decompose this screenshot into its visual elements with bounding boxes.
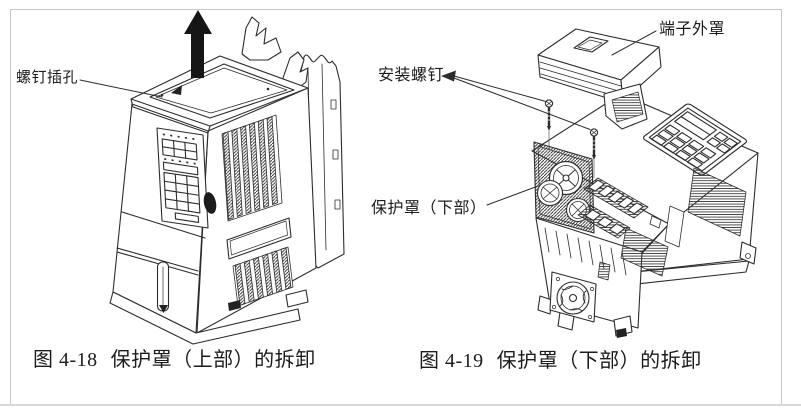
callout-mounting-screws: 安装螺钉 (378, 67, 445, 84)
right-foot-bracket (739, 241, 757, 265)
figure-4-18-number: 图 4-18 (33, 349, 98, 371)
terminal-cover-leader-line (611, 30, 657, 56)
figure-4-18-caption: 图 4-18 保护罩（上部）的拆卸 (33, 343, 316, 372)
cooling-fan (549, 271, 597, 323)
base-skid (109, 289, 309, 345)
cover-corner-vent (603, 83, 648, 130)
cover-seam-lines (116, 211, 206, 276)
callout-terminal-cover: 端子外罩 (659, 21, 726, 38)
terminal-cover-drawing (537, 28, 662, 130)
side-vent-slats-lower (232, 246, 294, 307)
side-nameplate (226, 217, 292, 260)
up-arrow-icon (184, 10, 212, 78)
figure-4-19-title: 保护罩（下部）的拆卸 (496, 350, 702, 372)
figure-4-19-number: 图 4-19 (419, 350, 484, 372)
side-vent-slats-upper (221, 114, 283, 222)
figure-4-18-title: 保护罩（上部）的拆卸 (110, 349, 316, 371)
keypad-panel (157, 128, 208, 228)
mounting-screw-icon (544, 99, 554, 151)
top-bracket-claws (241, 16, 309, 91)
callout-screw-hole: 螺钉插孔 (16, 70, 79, 86)
lower-cover-leader-line (486, 185, 539, 206)
page-divider-rule (0, 404, 801, 406)
callout-lower-cover: 保护罩（下部） (371, 200, 487, 217)
lower-cover-removal-drawing (441, 28, 758, 338)
latch-knob (203, 192, 217, 214)
screw-hole-leader-line (79, 79, 163, 98)
side-label-stickers (620, 167, 747, 277)
terminal-strip (578, 178, 648, 238)
mounting-screws-leader-lines (441, 70, 591, 130)
front-slot-handle (156, 261, 170, 313)
mounting-screw-icon (589, 128, 599, 179)
upper-cover-removal-drawing (79, 10, 345, 345)
keypad-panel (642, 103, 748, 176)
figure-4-19-caption: 图 4-19 保护罩（下部）的拆卸 (419, 344, 702, 373)
